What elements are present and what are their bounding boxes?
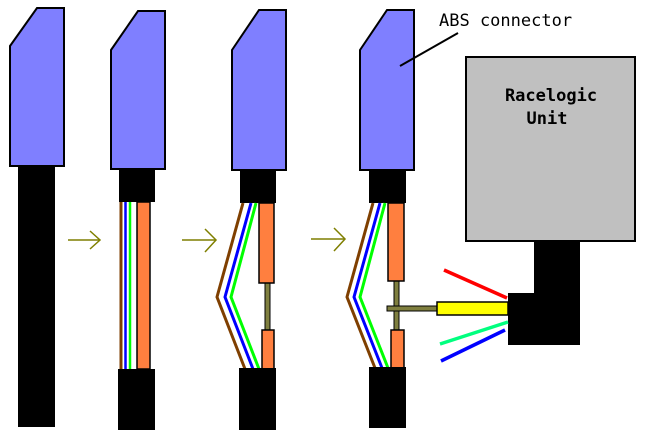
cable-bottom-3: [239, 368, 276, 430]
orange-wire-bottom: [261, 329, 275, 370]
olive-tap-wire: [386, 305, 438, 312]
abs-connector-4: [359, 9, 415, 171]
green-wire: [229, 202, 261, 370]
abs-label-pointer: [399, 32, 459, 67]
blue-wire: [223, 202, 255, 370]
step-3-cut-orange-wire: [215, 9, 287, 430]
cable-bottom-4: [369, 367, 406, 428]
unit-plug: [508, 293, 580, 345]
step-4-tapped-wire: [345, 9, 438, 428]
arrow-2: [182, 228, 218, 253]
step-1-intact-cable: [9, 7, 65, 427]
abs-connector-1: [9, 7, 65, 167]
orange-wire: [136, 201, 151, 370]
orange-wire-top: [387, 202, 405, 282]
brown-wire: [215, 202, 247, 370]
racelogic-unit: Racelogic Unit: [436, 56, 636, 363]
yellow-wire: [436, 301, 509, 316]
cable-top-3: [240, 170, 276, 203]
abs-connector-label: ABS connector: [439, 11, 572, 31]
brown-wire: [345, 202, 377, 369]
unit-box: [465, 56, 636, 242]
aqua-wire: [439, 320, 509, 346]
blue-wire-unit: [440, 328, 506, 363]
cable-top-2: [119, 169, 155, 202]
unit-label-line2: Unit: [527, 109, 568, 129]
arrow-3: [311, 227, 347, 252]
green-wire: [358, 202, 390, 369]
step-2-stripped-cable: [110, 10, 166, 430]
unit-label-line1: Racelogic: [505, 86, 597, 106]
olive-wire-core: [264, 282, 271, 331]
abs-connector-3: [231, 9, 287, 171]
arrow-1: [68, 230, 102, 250]
abs-connector-2: [110, 10, 166, 170]
orange-wire-top: [258, 202, 275, 284]
red-wire: [443, 268, 508, 300]
blue-wire: [352, 202, 384, 369]
cable-bottom-2: [118, 369, 155, 430]
cable-top-4: [369, 170, 406, 203]
cable-1: [18, 166, 55, 427]
orange-wire-bottom: [390, 329, 405, 369]
